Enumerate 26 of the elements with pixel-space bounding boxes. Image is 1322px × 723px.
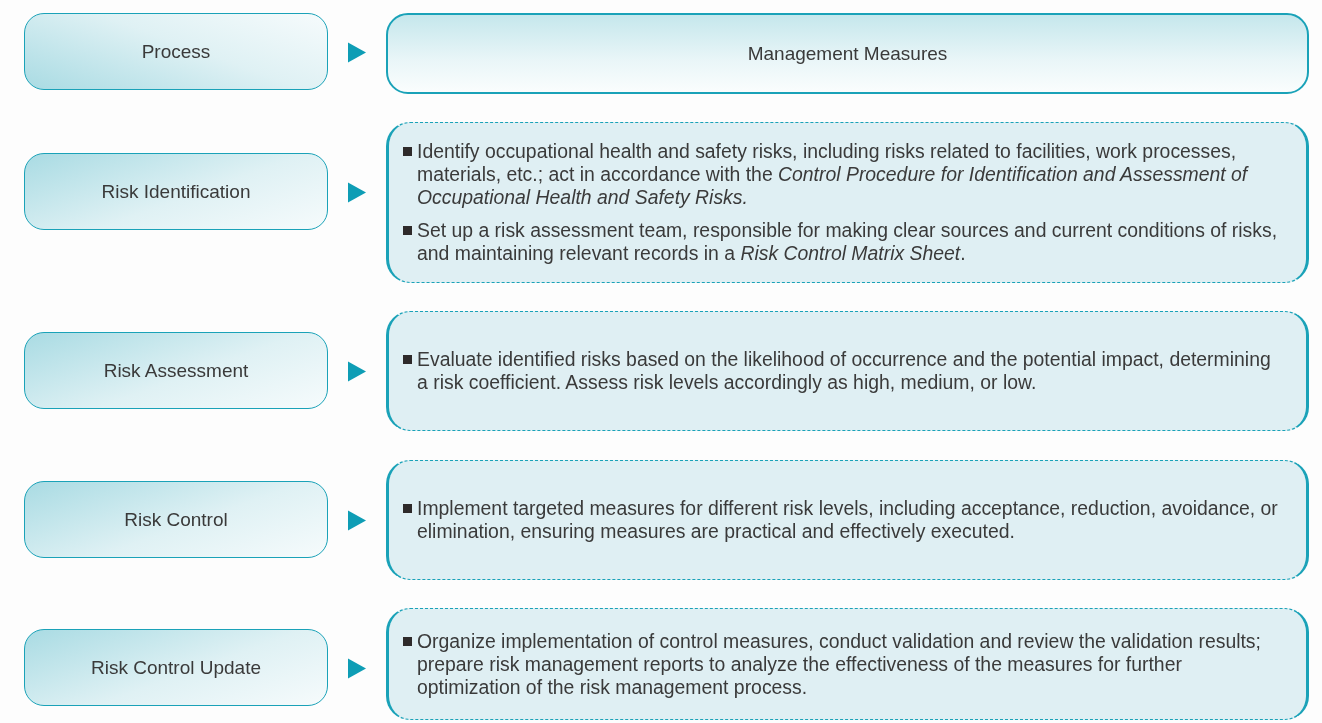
measure-text: Implement targeted measures for different risk levels, including acceptance, reduction, avoidance, or elimination, ensuring measures are practical and effectively executed. (417, 497, 1279, 543)
process-step-box (24, 13, 328, 90)
arrow (348, 658, 366, 679)
step-label: Risk Assessment (103, 359, 249, 382)
column-header-box (386, 13, 1309, 94)
measure-text: Identify occupational health and safety risks, including risks related to facilities, work processes, materials, etc.; act in accordance with the Control Procedure for Identification and Assessment of Occupational Health and Safety Risks. (417, 140, 1250, 209)
measures-panel (386, 460, 1309, 580)
arrow (348, 42, 366, 63)
measure-text: Set up a risk assessment team, responsible for making clear sources and current conditions of risks, and maintaining relevant records in a Risk Control Matrix Sheet. (417, 219, 1279, 265)
arrow (348, 182, 366, 203)
measure-text: Evaluate identified risks based on the likelihood of occurrence and the potential impact, determining a risk coefficient. Assess risk levels accordingly as high, medium, or low. (417, 348, 1272, 394)
process-step-box (24, 332, 328, 409)
process-step-box (24, 481, 328, 558)
process-step-box (24, 153, 328, 230)
arrow (348, 361, 366, 382)
measure-text: Organize implementation of control measures, conduct validation and review the validation results; prepare risk management reports to analyze the effectiveness of the measures for further optimization of the risk management process. (417, 629, 1262, 699)
step-label: Risk Identification (101, 180, 251, 203)
arrow (348, 510, 366, 531)
step-label: Process (141, 40, 211, 63)
step-label: Risk Control (124, 508, 228, 531)
measures-panel (386, 608, 1309, 720)
column-header-label: Management Measures (747, 42, 948, 65)
process-step-box (24, 629, 328, 706)
measures-panel (386, 311, 1309, 431)
step-label: Risk Control Update (91, 656, 261, 679)
measures-panel (386, 122, 1309, 283)
